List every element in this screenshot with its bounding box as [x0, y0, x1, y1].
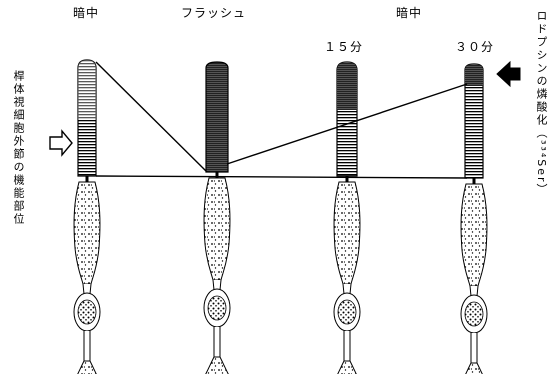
- rod-cell-4: [457, 64, 491, 374]
- solid-arrow-right-icon: [497, 62, 520, 86]
- rod-cell-2: [200, 62, 234, 374]
- open-arrow-left-icon: [50, 131, 72, 155]
- connector-base: [96, 176, 467, 178]
- rod-cell-1: [70, 60, 104, 374]
- rod-cell-3: [330, 62, 364, 374]
- connector-top-left: [96, 62, 207, 172]
